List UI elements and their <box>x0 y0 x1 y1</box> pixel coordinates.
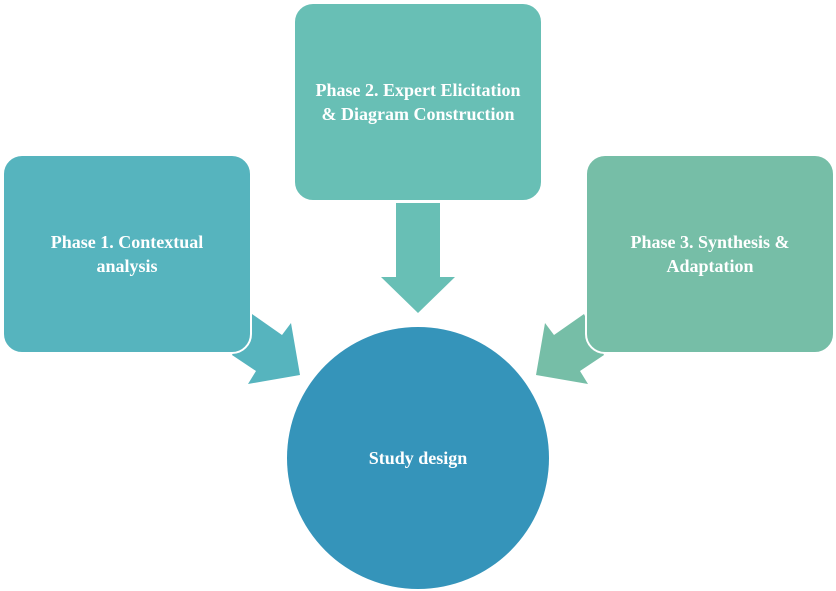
phase-1-label: Phase 1. Contextual analysis <box>50 232 204 276</box>
phase-1-box: Phase 1. Contextual analysis <box>2 154 252 354</box>
phase-3-box: Phase 3. Synthesis & Adaptation <box>585 154 835 354</box>
phase-3-label: Phase 3. Synthesis & Adaptation <box>630 232 790 276</box>
arrow-phase2-to-center <box>381 203 455 313</box>
phase-2-box: Phase 2. Expert Elicitation & Diagram Co… <box>293 2 543 202</box>
study-design-label: Study design <box>368 447 468 468</box>
study-design-circle: Study design <box>287 327 549 589</box>
phase-2-label: Phase 2. Expert Elicitation & Diagram Co… <box>315 80 521 124</box>
